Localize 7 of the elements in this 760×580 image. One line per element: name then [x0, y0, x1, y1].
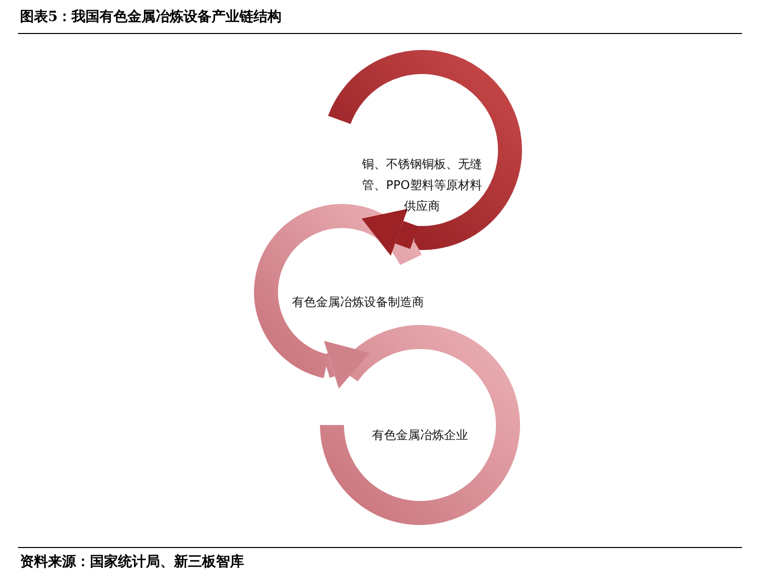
- arrow: [322, 340, 370, 389]
- node-label: 有色金属冶炼企业: [371, 427, 469, 444]
- source-caption: 资料来源：国家统计局、新三板智库: [20, 553, 244, 571]
- arrow: [362, 208, 418, 256]
- figure-title: 图表5：我国有色金属冶炼设备产业链结构: [20, 8, 282, 26]
- node-label: 有色金属冶炼设备制造商: [291, 294, 425, 311]
- node-label: 铜、不锈钢铜板、无缝管、PPO塑料等原材料供应商: [361, 156, 483, 215]
